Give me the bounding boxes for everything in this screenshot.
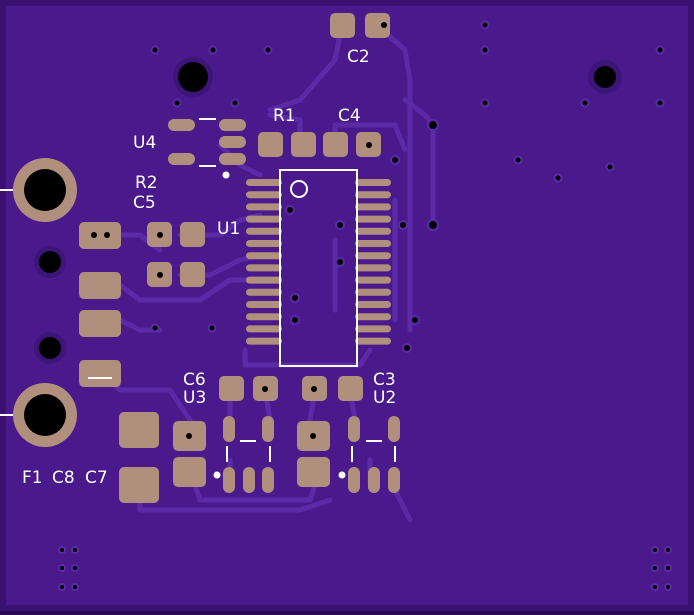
u1-pad-right [355, 301, 391, 308]
label-u4: U4 [133, 133, 156, 153]
label-c8: C8 [52, 468, 75, 488]
ref-labels: C2 R1 C4 U4 R2 C5 U1 C6 U3 C3 U2 F1 C8 C… [22, 47, 396, 488]
label-r1: R1 [273, 106, 296, 126]
label-c6: C6 [183, 370, 206, 390]
u1-pad-left [246, 264, 282, 272]
u1-pad-left [246, 203, 282, 211]
board-surface [6, 6, 688, 605]
u1-pads [246, 179, 391, 345]
u1-pad-right [355, 252, 391, 260]
u1-pad-left [246, 252, 282, 260]
u1-pad-right [355, 227, 391, 235]
u1-pad-left [246, 337, 282, 345]
label-c2: C2 [347, 47, 370, 67]
connector-pads [0, 158, 77, 447]
u1-pad-right [355, 215, 391, 223]
mounting-holes [34, 57, 622, 364]
label-c7: C7 [85, 468, 108, 488]
u1-pad-right [355, 276, 391, 284]
u1-pad-left [246, 227, 282, 235]
u1-pad-left [246, 276, 282, 284]
u1-pad-right [355, 179, 391, 186]
u1-pad-right [355, 337, 391, 345]
u1-pad-left [246, 288, 282, 296]
u1-pad-right [355, 288, 391, 296]
u1-pad-right [355, 325, 391, 333]
label-u2: U2 [373, 388, 396, 408]
u1-pad-left [246, 313, 282, 321]
u1-pad-right [355, 203, 391, 211]
label-r2: R2 [135, 173, 158, 193]
label-u3: U3 [183, 388, 206, 408]
u1-pad-left [246, 191, 282, 199]
u1-pad-left [246, 240, 282, 247]
u1-pad-right [355, 240, 391, 247]
silkscreen [88, 118, 396, 462]
u1-pad-left [246, 179, 282, 186]
label-c4: C4 [338, 106, 361, 126]
label-c5: C5 [133, 193, 156, 213]
u1-pad-right [355, 313, 391, 321]
u1-pad-right [355, 264, 391, 272]
pad-holes [91, 22, 387, 439]
u1-pad-left [246, 215, 282, 223]
u1-pad-left [246, 301, 282, 308]
label-f1: F1 [22, 468, 43, 488]
vias [58, 20, 672, 591]
label-u1: U1 [217, 219, 240, 239]
u1-pad-left [246, 325, 282, 333]
label-c3: C3 [373, 370, 396, 390]
smd-pads [79, 13, 400, 503]
pin1-dots [213, 171, 346, 479]
u1-pad-right [355, 191, 391, 199]
